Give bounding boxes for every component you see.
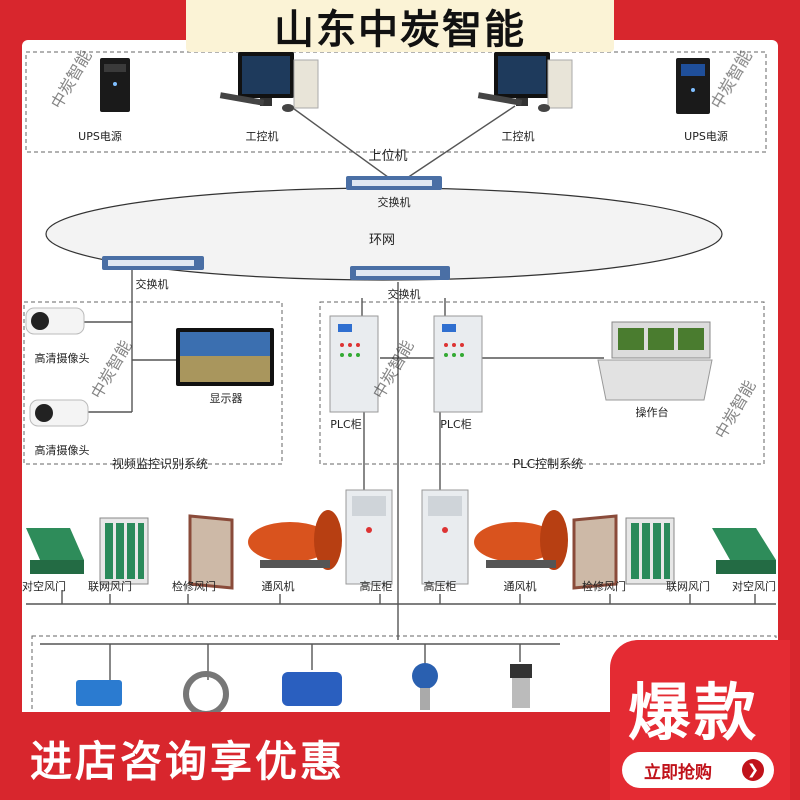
air-door-right-icon — [712, 528, 776, 574]
console-icon — [597, 321, 713, 401]
plc-cabinet-1-icon — [329, 315, 379, 413]
host-label: 上位机 — [368, 149, 407, 164]
switch-left-icon — [102, 256, 204, 270]
equipment-label-1: 对空风门 — [22, 579, 66, 593]
switch-center-icon — [350, 266, 450, 280]
ups-left-label: UPS电源 — [78, 129, 122, 143]
connection-lines — [26, 105, 776, 690]
buy-now-button[interactable]: 立即抢购 ❯ — [622, 752, 774, 788]
switch-top-label: 交换机 — [378, 195, 411, 209]
camera-1-label: 高清摄像头 — [35, 351, 90, 365]
equipment-label-7: 通风机 — [504, 579, 537, 593]
equipment-label-9: 联网风门 — [666, 579, 710, 593]
pc-left-icon — [219, 52, 319, 112]
switch-center-label: 交换机 — [388, 287, 421, 301]
ring-label: 环网 — [369, 233, 395, 248]
equipment-label-6: 高压柜 — [424, 579, 457, 593]
chevron-right-icon: ❯ — [742, 759, 764, 781]
display-label: 显示器 — [210, 392, 243, 405]
equipment-label-2: 联网风门 — [88, 579, 132, 593]
plc-cabinet-2-label: PLC柜 — [440, 418, 471, 431]
sensor-5-icon — [510, 664, 532, 708]
hv-cabinet-2-icon — [421, 489, 469, 585]
pc-right-icon — [477, 52, 573, 112]
sensor-2-icon — [183, 671, 229, 717]
plc-group-box — [319, 301, 765, 465]
pc-left-label: 工控机 — [246, 129, 279, 143]
fan-1-icon — [248, 510, 342, 570]
equipment-label-5: 高压柜 — [360, 579, 393, 593]
switch-left-label: 交换机 — [136, 277, 169, 291]
ups-right-label: UPS电源 — [684, 129, 728, 143]
sensor-4-icon — [412, 663, 438, 710]
service-door-right-icon — [572, 514, 618, 590]
sensor-1-icon — [76, 680, 122, 706]
sensor-3-icon — [282, 672, 342, 706]
plc-cabinet-2-icon — [433, 315, 483, 413]
watermark-2: 中炭智能 — [707, 47, 755, 112]
ups-left-icon — [100, 58, 130, 112]
watermark-3: 中炭智能 — [87, 337, 135, 402]
camera-2-icon — [29, 399, 89, 427]
buy-now-label: 立即抢购 — [644, 762, 712, 783]
promo-text: 进店咨询享优惠 — [30, 737, 346, 786]
display-icon — [176, 328, 274, 386]
plc-cabinet-1-label: PLC柜 — [330, 418, 361, 431]
plc-system-label: PLC控制系统 — [513, 457, 583, 471]
switch-top-icon — [346, 176, 442, 190]
hot-badge-text: 爆款 — [628, 676, 761, 749]
pc-right-label: 工控机 — [502, 129, 535, 143]
watermark-5: 中炭智能 — [711, 377, 759, 442]
watermark-1: 中炭智能 — [47, 47, 95, 112]
network-door-right-icon — [625, 517, 675, 585]
hv-cabinet-1-icon — [345, 489, 393, 585]
equipment-label-10: 对空风门 — [732, 579, 776, 593]
console-label: 操作台 — [636, 405, 669, 419]
equipment-label-3: 检修风门 — [172, 579, 216, 593]
camera-1-icon — [25, 307, 85, 335]
air-door-left-icon — [26, 528, 84, 574]
service-door-left-icon — [188, 514, 234, 590]
ups-right-icon — [676, 58, 710, 114]
host-group-box — [25, 51, 767, 153]
video-group-box — [23, 301, 283, 465]
camera-2-label: 高清摄像头 — [35, 443, 90, 457]
network-door-left-icon — [99, 517, 149, 585]
equipment-label-4: 通风机 — [262, 579, 295, 593]
video-system-label: 视频监控识别系统 — [112, 456, 208, 471]
equipment-label-8: 检修风门 — [582, 579, 626, 593]
brand-title: 山东中炭智能 — [186, 0, 614, 53]
fan-2-icon — [474, 510, 568, 570]
